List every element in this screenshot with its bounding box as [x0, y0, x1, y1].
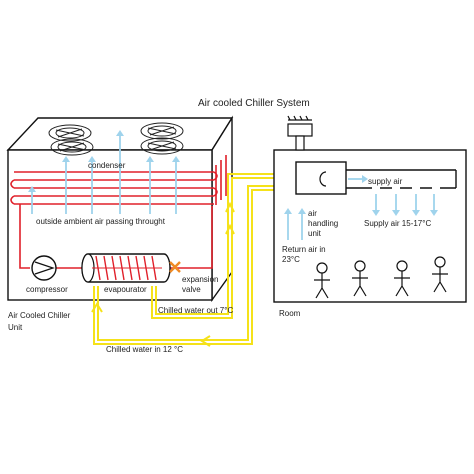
refrigerant-line-left [19, 204, 30, 269]
arrow-up-icon [62, 156, 70, 214]
air-handling-unit [295, 161, 347, 195]
supply-air-label: supply air [368, 177, 403, 186]
arrow-down-icon [412, 194, 420, 216]
ahu-label-line3: unit [308, 229, 322, 238]
person-icon [432, 256, 448, 293]
arrow-down-icon [392, 194, 400, 216]
chilled-water-out-pipe [151, 177, 298, 319]
condenser-coil [10, 155, 227, 205]
arrow-down-icon [430, 194, 438, 216]
person-icon [314, 262, 330, 299]
fan-icon [140, 122, 184, 140]
ahu-label-line1: air [308, 209, 317, 218]
chiller-unit-label-line2: Unit [8, 323, 23, 332]
person-icon [394, 260, 410, 297]
arrow-up-icon [28, 186, 36, 214]
evapourator-icon [81, 253, 171, 283]
return-air-label-line1: Return air in [282, 245, 326, 254]
return-air-label-line2: 23°C [282, 255, 300, 264]
people [314, 256, 448, 299]
fan-housing [287, 123, 313, 137]
person-icon [352, 260, 368, 297]
air-flow-arrows [28, 130, 438, 240]
chilled-water-out-label: Chilled water out 7°C [158, 306, 233, 315]
condenser-label: condenser [88, 161, 126, 170]
fan-icon [50, 138, 94, 156]
refrigerant-circuit [19, 204, 213, 269]
arrow-down-icon [372, 194, 380, 216]
outside-air-label: outside ambient air passing throught [36, 217, 166, 226]
arrow-up-icon [88, 156, 96, 214]
supply-air-temp-label: Supply air 15-17°C [364, 219, 431, 228]
arrow-up-icon [91, 302, 103, 313]
chilled-water-loop [93, 173, 319, 345]
condenser-fans [48, 122, 184, 156]
ahu-label-line2: handling [308, 219, 338, 228]
expansion-label-line2: valve [182, 285, 201, 294]
arrow-up-icon [225, 223, 235, 235]
refrigerant-line-right [170, 206, 213, 269]
chilled-water-in-pipe [97, 185, 298, 341]
room-label: Room [279, 309, 301, 318]
arrow-up-icon [298, 208, 306, 240]
evapourator-label: evapourator [104, 285, 147, 294]
chiller-unit-label-line1: Air Cooled Chiller [8, 311, 71, 320]
compressor-icon [31, 255, 57, 281]
arrow-up-icon [172, 156, 180, 214]
fan-icon [140, 137, 184, 155]
arrow-right-icon [348, 175, 368, 183]
expansion-valve-icon [169, 261, 181, 273]
compressor-label: compressor [26, 285, 68, 294]
arrow-up-icon [225, 201, 235, 213]
diagram-title: Air cooled Chiller System [198, 98, 310, 109]
ahu-fan-assembly [287, 115, 313, 151]
arrow-up-icon [284, 208, 292, 240]
arrow-left-icon [200, 335, 211, 347]
arrow-up-icon [146, 156, 154, 214]
water-flow-arrows [91, 201, 235, 347]
chilled-water-in-label: Chilled water in 12 °C [106, 345, 183, 354]
ahu-fan-icon [319, 171, 327, 187]
expansion-label-line1: expansion [182, 275, 218, 284]
arrow-up-icon [116, 130, 124, 214]
supply-duct [346, 169, 457, 189]
fan-icon [48, 124, 92, 142]
